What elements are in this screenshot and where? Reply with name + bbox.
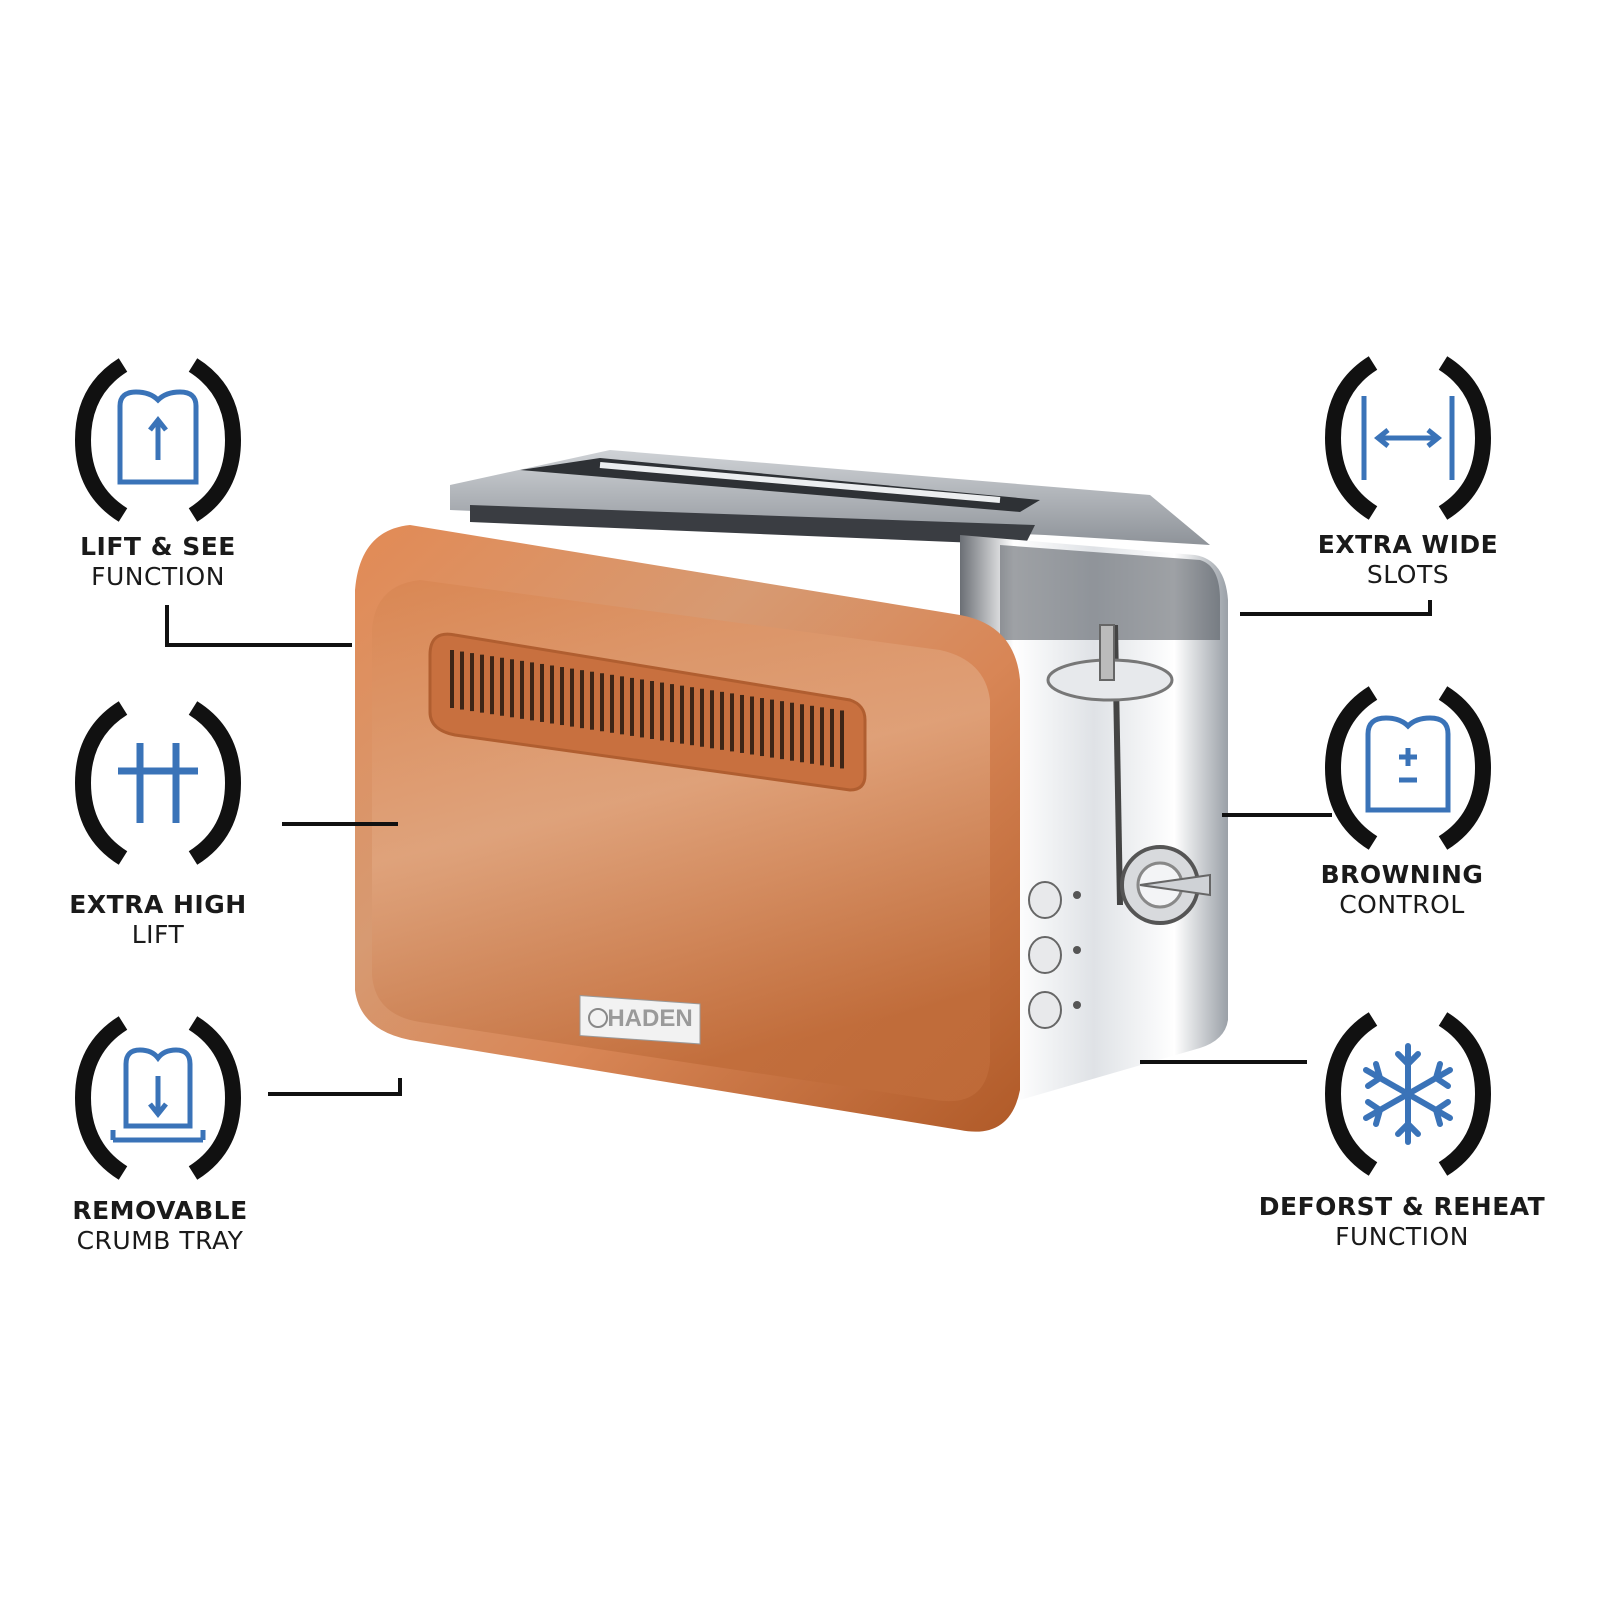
bread-up-arrow-icon xyxy=(74,358,242,522)
toaster-top xyxy=(450,450,1210,545)
feature-browning: BROWNING CONTROL xyxy=(1242,860,1562,920)
feature-lift-see: LIFT & SEE FUNCTION xyxy=(0,532,318,592)
connector-crumb-tray xyxy=(268,1078,402,1096)
feature-extra-wide: EXTRA WIDE SLOTS xyxy=(1248,530,1568,590)
bread-plus-minus-icon xyxy=(1324,686,1492,850)
toaster-controls xyxy=(1028,624,1211,1029)
feature-defrost: DEFORST & REHEAT FUNCTION xyxy=(1242,1192,1562,1252)
feature-extra-high-lift: EXTRA HIGH LIFT xyxy=(0,890,318,950)
feature-defrost-title: DEFORST & REHEAT xyxy=(1258,1192,1546,1221)
brand-logo: HADEN xyxy=(579,995,701,1045)
connector-lines xyxy=(165,600,1432,1096)
connector-extra-wide xyxy=(1240,600,1432,616)
feature-defrost-subtitle: FUNCTION xyxy=(1335,1222,1469,1251)
snowflake-icon xyxy=(1324,1012,1492,1176)
reheat-button[interactable] xyxy=(1028,936,1062,974)
width-arrows-icon xyxy=(1324,356,1492,520)
defrost-button[interactable] xyxy=(1028,991,1062,1029)
feature-lift-see-subtitle: FUNCTION xyxy=(91,562,225,591)
feature-extra-wide-title: EXTRA WIDE xyxy=(1317,530,1499,559)
feature-crumb-tray-subtitle: CRUMB TRAY xyxy=(76,1226,244,1255)
feature-extra-high-title: EXTRA HIGH xyxy=(69,890,247,919)
feature-crumb-tray-title: REMOVABLE xyxy=(72,1196,248,1225)
double-cross-icon xyxy=(74,701,242,865)
toaster-vent xyxy=(428,632,867,792)
cancel-button[interactable] xyxy=(1028,881,1062,919)
feature-browning-title: BROWNING xyxy=(1320,860,1484,889)
connector-lift-see xyxy=(165,605,352,647)
feature-lift-see-title: LIFT & SEE xyxy=(80,532,236,561)
feature-extra-wide-subtitle: SLOTS xyxy=(1366,560,1450,589)
feature-browning-subtitle: CONTROL xyxy=(1339,890,1465,919)
feature-crumb-tray: REMOVABLE CRUMB TRAY xyxy=(0,1196,320,1256)
bread-down-tray-icon xyxy=(74,1016,242,1180)
feature-extra-high-subtitle: LIFT xyxy=(131,920,185,949)
brand-logo-text: HADEN xyxy=(607,1005,692,1032)
